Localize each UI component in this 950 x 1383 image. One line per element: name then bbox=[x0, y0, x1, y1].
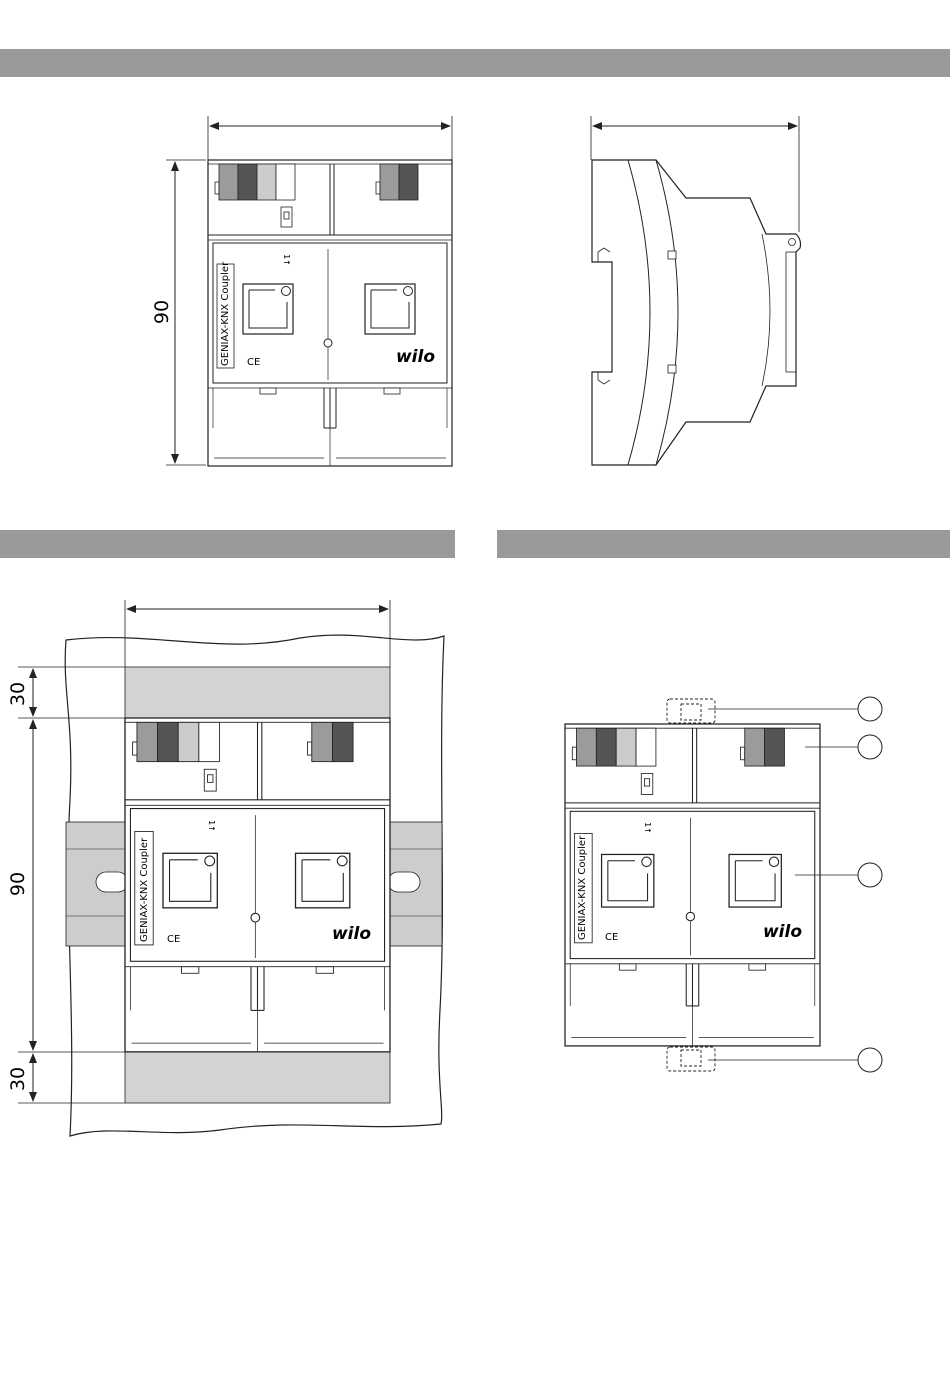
side-housing-outline bbox=[592, 160, 801, 465]
figure-mounting-view: GENIAX-KNX Coupler CE wilo 1↑ 30 90 30 bbox=[7, 600, 444, 1136]
clearance-zone-bottom bbox=[125, 1052, 390, 1103]
callout-circle-2 bbox=[858, 735, 882, 759]
height-dimension-label: 90 bbox=[151, 300, 173, 324]
latch-bottom-dashed bbox=[667, 1047, 715, 1071]
latch-top-dashed bbox=[667, 699, 715, 723]
figure-callout-view: GENIAX-KNX Coupler CE wilo 1↑ bbox=[565, 697, 882, 1072]
callout-circle-3 bbox=[858, 863, 882, 887]
figure-side-view bbox=[591, 116, 801, 465]
device-front-view-2: GENIAX-KNX Coupler CE wilo 1↑ bbox=[125, 718, 390, 1052]
rail-slot-right bbox=[388, 872, 420, 892]
device-front-view-1: GENIAX-KNX Coupler CE wilo 1↑ bbox=[208, 160, 452, 466]
mount-height-label: 90 bbox=[7, 872, 29, 896]
brand-logo: wilo bbox=[332, 924, 371, 944]
switch-marking: 1↑ bbox=[207, 820, 216, 832]
bottom-clearance-label: 30 bbox=[7, 1067, 29, 1091]
figure-front-view: 90 GENIAX-KNX Coupler CE wilo 1↑ bbox=[151, 116, 452, 466]
device-front-view-3: GENIAX-KNX Coupler CE wilo 1↑ bbox=[565, 724, 820, 1046]
device-model-label: GENIAX-KNX Coupler bbox=[220, 261, 231, 366]
brand-logo: wilo bbox=[396, 347, 435, 367]
top-clearance-label: 30 bbox=[7, 682, 29, 706]
device-model-label: GENIAX-KNX Coupler bbox=[139, 837, 150, 942]
device-model-label: GENIAX-KNX Coupler bbox=[577, 835, 588, 940]
rail-slot-left bbox=[96, 872, 128, 892]
clearance-zone-top bbox=[125, 667, 390, 718]
brand-logo: wilo bbox=[763, 922, 802, 942]
callout-circle-4 bbox=[858, 1048, 882, 1072]
callout-circle-1 bbox=[858, 697, 882, 721]
switch-marking: 1↑ bbox=[643, 822, 652, 834]
ce-mark: CE bbox=[167, 934, 180, 945]
ce-mark: CE bbox=[247, 357, 260, 368]
switch-marking: 1↑ bbox=[282, 254, 291, 266]
ce-mark: CE bbox=[605, 932, 618, 943]
